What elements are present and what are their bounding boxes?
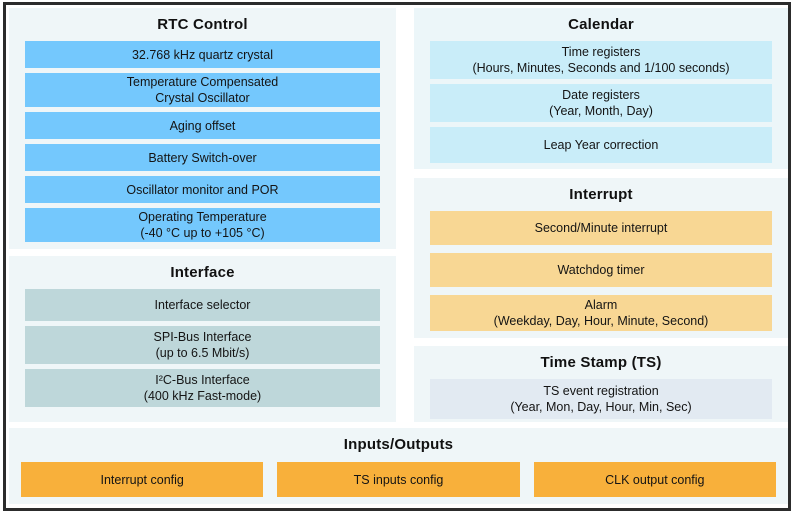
ts-inputs-config-block: TS inputs config [277,462,520,497]
inputs-outputs-title: Inputs/Outputs [343,436,454,453]
i2c-bus-block: I²C-Bus Interface(400 kHz Fast-mode) [25,369,380,407]
clk-output-config-block: CLK output config [533,462,776,497]
calendar-panel: Calendar Time registers(Hours, Minutes, … [414,8,788,169]
interface-title: Interface [170,264,235,281]
time-registers-block: Time registers(Hours, Minutes, Seconds a… [430,41,772,79]
aging-offset-block: Aging offset [25,112,380,139]
oscillator-monitor-block: Oscillator monitor and POR [25,176,380,203]
rtc-control-title: RTC Control [157,16,248,33]
timestamp-title: Time Stamp (TS) [540,354,662,371]
second-minute-interrupt-block: Second/Minute interrupt [430,211,772,245]
inputs-outputs-panel: Inputs/Outputs Interrupt config TS input… [9,428,788,504]
diagram-frame: RTC Control 32.768 kHz quartz crystal Te… [3,2,791,511]
operating-temperature-block: Operating Temperature(-40 °C up to +105 … [25,208,380,242]
spi-bus-block: SPI-Bus Interface(up to 6.5 Mbit/s) [25,326,380,364]
interrupt-config-block: Interrupt config [21,462,264,497]
battery-switchover-block: Battery Switch-over [25,144,380,171]
interface-selector-block: Interface selector [25,289,380,321]
interface-panel: Interface Interface selector SPI-Bus Int… [9,256,396,422]
rtc-control-panel: RTC Control 32.768 kHz quartz crystal Te… [9,8,396,249]
alarm-block: Alarm(Weekday, Day, Hour, Minute, Second… [430,295,772,331]
timestamp-panel: Time Stamp (TS) TS event registration(Ye… [414,346,788,422]
config-blocks-row: Interrupt config TS inputs config CLK ou… [21,462,776,497]
leap-year-block: Leap Year correction [430,127,772,163]
calendar-title: Calendar [568,16,634,33]
watchdog-timer-block: Watchdog timer [430,253,772,287]
quartz-crystal-block: 32.768 kHz quartz crystal [25,41,380,68]
date-registers-block: Date registers(Year, Month, Day) [430,84,772,122]
ts-event-registration-block: TS event registration(Year, Mon, Day, Ho… [430,379,772,419]
interrupt-title: Interrupt [569,186,633,203]
interrupt-panel: Interrupt Second/Minute interrupt Watchd… [414,178,788,338]
